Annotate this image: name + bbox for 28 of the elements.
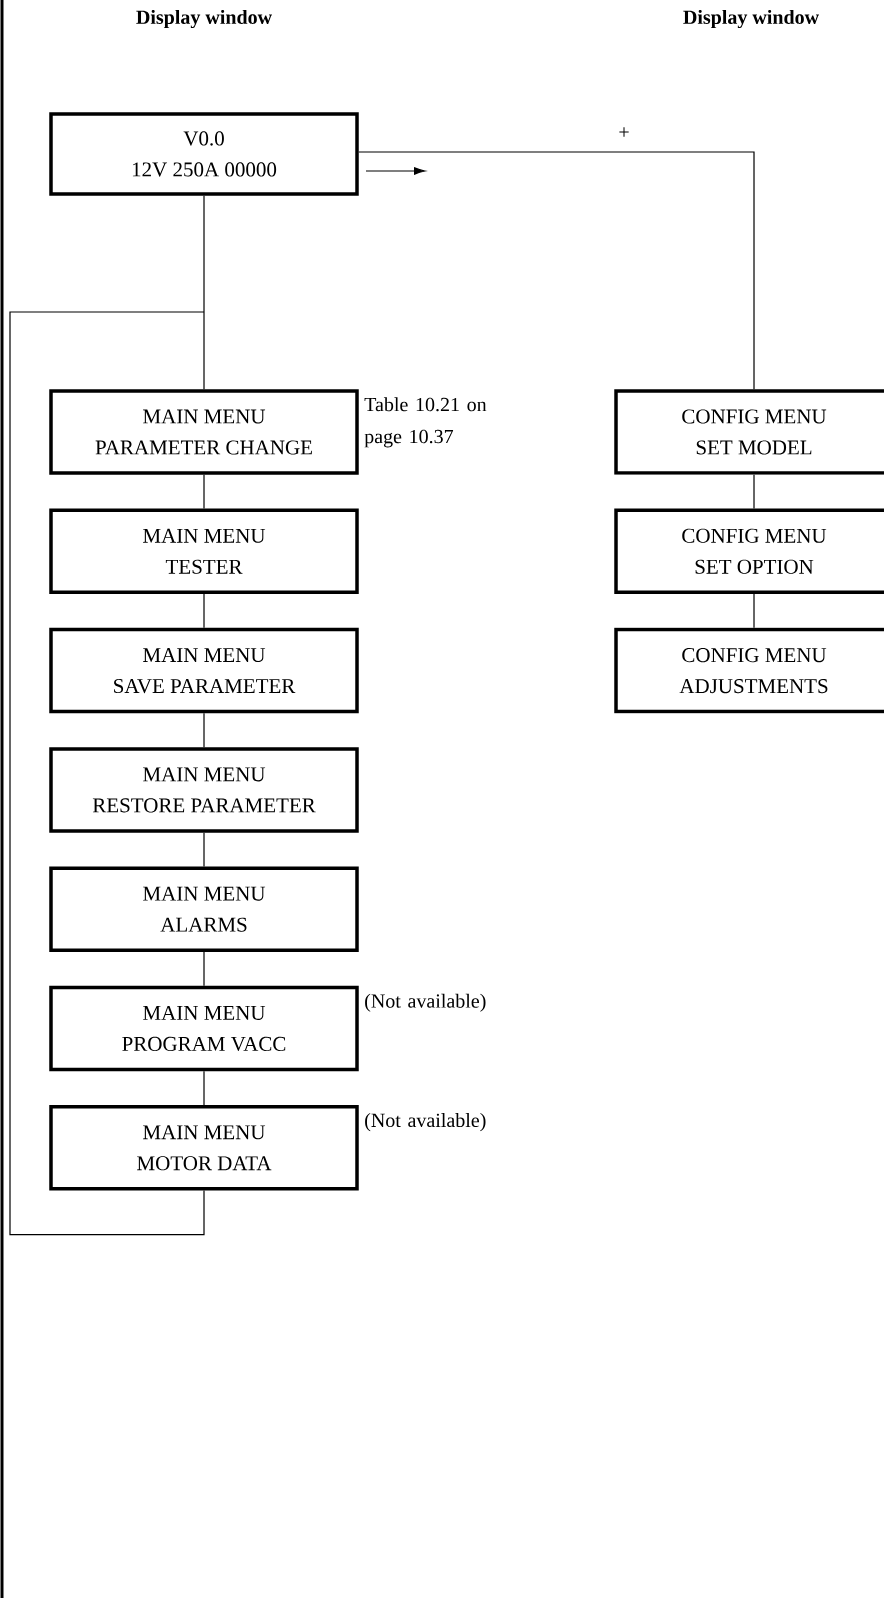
menu-box: MAIN MENU ALARMS — [49, 866, 359, 952]
note-text: (Not available) — [365, 1113, 486, 1132]
connector-line — [203, 195, 205, 390]
menu-box: MAIN MENU TESTER — [49, 508, 359, 595]
menu-box: MAIN MENU PROGRAM VACC — [49, 985, 359, 1072]
menu-box: CONFIG MENU SET MODEL — [614, 389, 884, 475]
connector-line — [753, 474, 755, 510]
menu-box: CONFIG MENU ADJUSTMENTS — [614, 627, 884, 714]
connector-line — [753, 593, 755, 629]
menu-box: MAIN MENU SAVE PARAMETER — [49, 627, 359, 714]
note-text: (Not available) — [365, 993, 486, 1012]
connector-line — [203, 712, 205, 748]
edge-label: + — [619, 127, 629, 137]
connector-line — [203, 593, 205, 629]
connector-line — [9, 311, 205, 1236]
menu-box: V0.0 12V 250A 00000 — [49, 112, 359, 196]
connector-line — [203, 832, 205, 868]
menu-box: CONFIG MENU SET OPTION — [614, 508, 884, 595]
connector-line — [358, 151, 755, 390]
note-text: Table 10.21 on page 10.37 — [364, 397, 487, 448]
connector-line — [203, 951, 205, 987]
menu-box: MAIN MENU MOTOR DATA — [49, 1105, 359, 1191]
column-heading: Display window — [136, 9, 272, 29]
menu-box: MAIN MENU RESTORE PARAMETER — [49, 747, 359, 833]
connector-line — [203, 1070, 205, 1106]
column-heading: Display window — [683, 9, 819, 29]
menu-box: MAIN MENU PARAMETER CHANGE — [49, 389, 359, 475]
connector-line — [203, 474, 205, 510]
